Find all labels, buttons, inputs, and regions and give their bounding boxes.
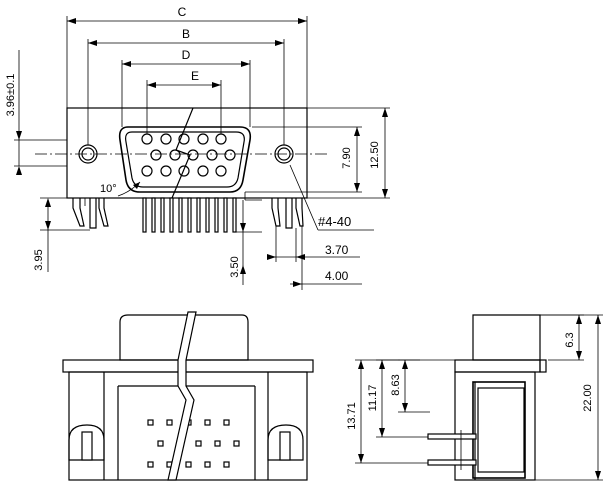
front-right-hook (267, 424, 304, 461)
pin-row-1 (141, 133, 227, 145)
dim-790-label: 7.90 (341, 147, 353, 168)
dim-D-label: D (182, 48, 191, 62)
dim-400-label: 4.00 (325, 269, 349, 283)
break-line (171, 107, 194, 199)
dim-B: B (87, 27, 285, 145)
dim-63: 6.3 (540, 314, 584, 361)
dim-395: 3.95 (33, 197, 90, 272)
front-flange (62, 359, 314, 373)
dim-C-label: C (178, 5, 187, 19)
front-pin-squares (147, 419, 240, 468)
side-flange (454, 359, 541, 373)
pin-row-3 (141, 165, 227, 177)
dim-2200: 22.00 (535, 314, 603, 481)
dim-396-label: 3.96±0.1 (5, 74, 17, 117)
dim-863: 8.63 (390, 359, 430, 413)
dim-1117: 11.17 (367, 359, 428, 438)
dim-D: D (121, 48, 251, 127)
side-shell (472, 314, 541, 361)
dim-E-label: E (191, 69, 199, 83)
dim-396: 3.96±0.1 (5, 50, 67, 175)
thread-label: #4-40 (318, 214, 351, 229)
side-pin-1 (427, 433, 477, 440)
dim-350: 3.50 (229, 199, 262, 285)
dim-370-label: 3.70 (325, 243, 349, 257)
dim-E: E (146, 69, 222, 134)
dim-863-label: 8.63 (390, 374, 402, 395)
side-body (454, 371, 536, 481)
front-left-hook (68, 424, 105, 461)
top-view: C B D E (5, 5, 390, 290)
dim-C: C (66, 5, 308, 108)
dim-395-label: 3.95 (33, 249, 45, 270)
front-view (62, 311, 314, 481)
dim-370: 3.70 (267, 226, 360, 262)
pin-row-2 (150, 149, 236, 161)
dim-1250-label: 12.50 (369, 141, 381, 169)
front-body (68, 371, 308, 481)
dim-B-label: B (182, 27, 190, 41)
dim-2200-label: 22.00 (582, 384, 594, 412)
flange-outline (66, 107, 308, 199)
pcb-pins (142, 197, 237, 233)
side-pin-2 (427, 459, 477, 466)
dim-1117-label: 11.17 (367, 385, 379, 412)
thread-callout: #4-40 (289, 164, 374, 231)
dim-angle-label: 10° (100, 183, 117, 195)
dim-1250: 12.50 (307, 107, 390, 199)
dim-790: 7.90 (245, 126, 362, 193)
side-view: 6.3 22.00 13.71 11.17 (346, 314, 603, 481)
dim-angle: 10° (100, 181, 141, 197)
dsub-shell-outer (118, 126, 252, 193)
dsub-shell-inner (125, 131, 245, 188)
board-latches (72, 198, 304, 229)
side-window (472, 381, 526, 479)
dim-63-label: 6.3 (564, 332, 576, 347)
dim-400: 4.00 (290, 226, 362, 290)
front-break (167, 311, 197, 481)
dim-1371-label: 13.71 (346, 402, 358, 430)
dim-350-label: 3.50 (229, 256, 241, 277)
